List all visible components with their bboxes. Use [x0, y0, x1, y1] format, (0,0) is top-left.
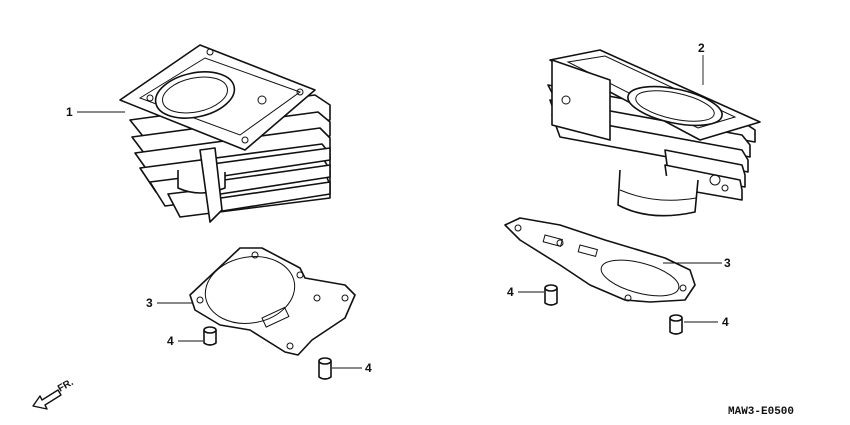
callout-3-left: 3: [146, 296, 153, 310]
cylinder-right: [547, 49, 761, 217]
gasket-left: [189, 247, 356, 356]
front-arrow-icon: [32, 389, 62, 410]
cylinder-left: [119, 44, 331, 223]
callout-4-left-upper: 4: [167, 334, 174, 348]
callout-4-right-left: 4: [507, 285, 514, 299]
callout-2: 2: [698, 41, 705, 55]
gasket-right: [504, 217, 696, 303]
callout-4-right-right: 4: [722, 315, 729, 329]
front-direction-label: FR.: [56, 377, 76, 395]
callout-1: 1: [66, 105, 73, 119]
dowel-pin-3: [544, 284, 558, 306]
dowel-pin-4: [669, 314, 683, 335]
callout-3-right: 3: [724, 256, 731, 270]
diagram-code: MAW3-E0500: [728, 406, 794, 418]
callout-4-left-lower: 4: [365, 361, 372, 375]
dowel-pin-2: [318, 357, 332, 380]
dowel-pin-1: [203, 326, 217, 346]
